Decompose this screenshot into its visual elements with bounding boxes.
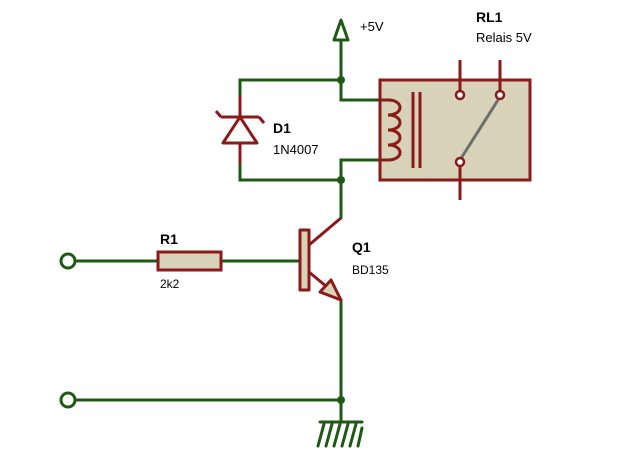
q1-collector	[308, 216, 342, 247]
wire-top-node-to-diode	[238, 78, 343, 119]
relay-contact-no	[494, 89, 506, 101]
ground-icon	[316, 420, 364, 448]
diode-ref: D1	[273, 120, 291, 136]
relay-value: Relais 5V	[476, 30, 532, 45]
diode-value: 1N4007	[273, 142, 319, 157]
q1-base-bar	[298, 228, 311, 292]
relay-switch-arm	[458, 99, 500, 161]
resistor-r1[interactable]	[156, 250, 223, 272]
resistor-value: 2k2	[160, 277, 180, 291]
wire-coil-to-collector-node	[339, 158, 382, 182]
relay-coil	[380, 98, 402, 162]
relay-rl1[interactable]	[378, 60, 532, 200]
resistor-ref: R1	[160, 231, 178, 247]
wires	[74, 40, 382, 422]
wire-top-node-to-coil	[339, 78, 382, 102]
power-arrow-icon	[332, 18, 350, 42]
transistor-q1[interactable]	[298, 216, 343, 302]
diode-d1[interactable]	[214, 96, 266, 164]
q1-emitter-arrow	[318, 278, 343, 302]
relay-contact-com	[454, 156, 466, 168]
junction-ground	[337, 396, 345, 404]
transistor-value: BD135	[352, 263, 389, 277]
junction-collector	[337, 176, 345, 184]
input-terminal-ground[interactable]	[59, 391, 77, 409]
relay-contact-nc	[454, 89, 466, 101]
junction-top	[337, 76, 345, 84]
relay-ref: RL1	[476, 9, 503, 25]
transistor-ref: Q1	[352, 239, 371, 255]
supply-label: +5V	[360, 19, 384, 34]
input-terminal-signal[interactable]	[59, 252, 77, 270]
junctions	[337, 76, 345, 404]
